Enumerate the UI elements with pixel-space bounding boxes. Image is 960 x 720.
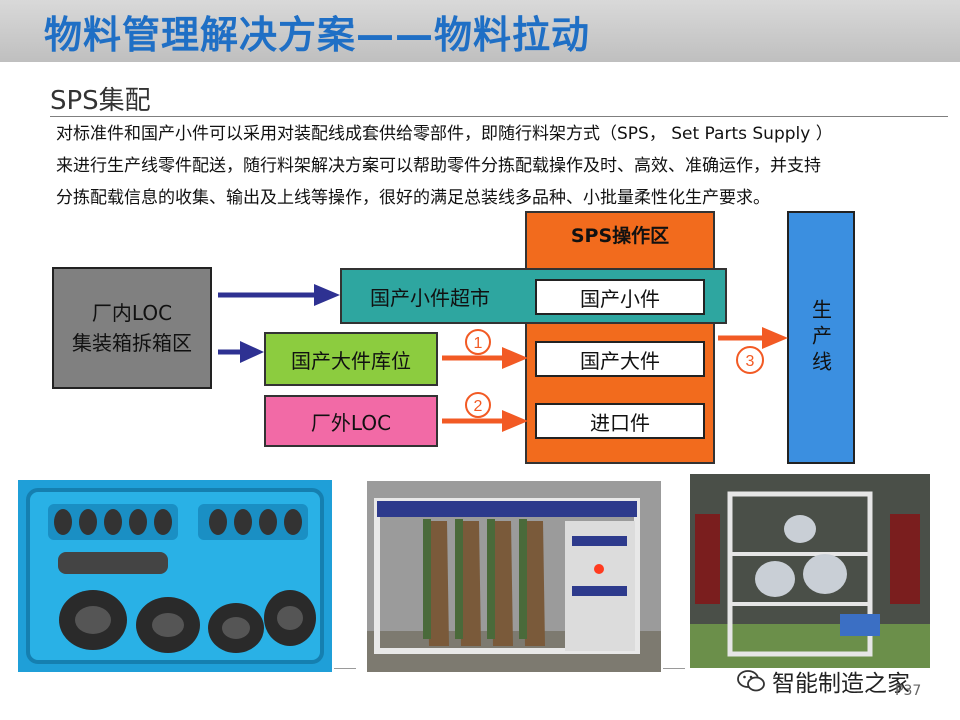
marker-2-text: 2 — [474, 398, 483, 415]
in-plant-loc-box: 厂内LOC 集装箱拆箱区 — [52, 267, 212, 389]
external-loc-label: 厂外LOC — [310, 410, 392, 435]
description-paragraph: 对标准件和国产小件可以采用对装配线成套供给零部件，即随行料架方式（SPS， Se… — [56, 118, 936, 214]
footer-line-mid — [663, 668, 685, 669]
marker-3-text: 3 — [746, 353, 755, 370]
in-plant-loc-line1: 厂内LOC — [91, 301, 173, 325]
sps-area-title: SPS操作区 — [570, 225, 670, 247]
in-plant-loc-line2: 集装箱拆箱区 — [72, 331, 192, 355]
marker-3-circle — [736, 346, 764, 374]
sps-item-label: 进口件 — [590, 410, 650, 435]
photo-parts-tray — [18, 480, 332, 672]
photo-assembly-cart — [690, 474, 930, 668]
marker-2-circle — [465, 392, 491, 418]
section-title: SPS集配 — [50, 86, 151, 116]
page-number: P37 — [895, 683, 922, 699]
assembly-cart-image — [690, 474, 930, 668]
sps-item-small-parts: 国产小件 — [535, 279, 705, 315]
parts-tray-image — [26, 488, 324, 664]
marker-1-circle — [465, 329, 491, 355]
arrow-to-small-parts-market — [218, 284, 340, 306]
arrow-2 — [442, 410, 528, 432]
production-line-label: 生产线 — [808, 298, 833, 377]
marker-1-text: 1 — [474, 335, 483, 352]
header-bar: 物料管理解决方案——物料拉动 — [0, 0, 960, 62]
large-parts-warehouse-label: 国产大件库位 — [291, 348, 411, 373]
paragraph-line: 来进行生产线零件配送，随行料架解决方案可以帮助零件分拣配载操作及时、高效、准确运… — [56, 156, 821, 176]
arrow-1 — [442, 347, 528, 369]
page-title: 物料管理解决方案——物料拉动 — [44, 13, 591, 57]
large-parts-warehouse: 国产大件库位 — [264, 332, 438, 386]
external-loc-box: 厂外LOC — [264, 395, 438, 447]
arrow-to-large-parts-warehouse — [218, 341, 264, 363]
paragraph-line: 对标准件和国产小件可以采用对装配线成套供给零部件，即随行料架方式（SPS， Se… — [56, 124, 833, 144]
sps-item-label: 国产大件 — [580, 348, 660, 373]
photo-kitting-rack — [367, 481, 661, 672]
section-divider — [50, 116, 948, 117]
watermark-text: 智能制造之家 — [772, 671, 910, 697]
sps-item-large-parts: 国产大件 — [535, 341, 705, 377]
arrow-3 — [718, 327, 788, 349]
footer-line-left — [334, 668, 356, 669]
production-line: 生产线 — [787, 211, 855, 464]
paragraph-line: 分拣配载信息的收集、输出及上线等操作，很好的满足总装线多品种、小批量柔性化生产要… — [56, 188, 770, 208]
watermark: 智能制造之家 — [736, 664, 910, 698]
small-parts-market-label: 国产小件超市 — [370, 285, 490, 310]
sps-item-label: 国产小件 — [580, 286, 660, 311]
kitting-rack-image — [367, 481, 661, 672]
wechat-icon — [737, 670, 765, 692]
sps-item-imported-parts: 进口件 — [535, 403, 705, 439]
